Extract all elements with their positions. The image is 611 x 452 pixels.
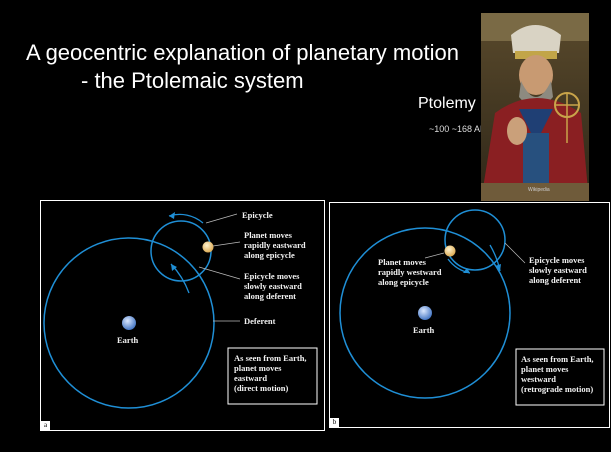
earth xyxy=(122,316,136,330)
info-box-text: As seen from Earth, planet moves eastwar… xyxy=(234,353,309,393)
planet-moves-label: Planet moves rapidly westward along epic… xyxy=(378,257,444,287)
ptolemy-name: Ptolemy xyxy=(418,95,476,113)
deferent-label: Deferent xyxy=(244,316,276,326)
earth-label: Earth xyxy=(117,335,139,345)
retrograde-motion-diagram: Planet moves rapidly westward along epic… xyxy=(330,203,609,427)
image-credit: Wikipedia xyxy=(528,187,550,193)
epicycle-moves-label: Epicycle moves slowly eastward along def… xyxy=(244,271,304,301)
planet-moves-label: Planet moves rapidly eastward along epic… xyxy=(244,230,308,260)
diagram-panel-b: Planet moves rapidly westward along epic… xyxy=(329,202,610,428)
diagram-panel-a: Epicycle Planet moves rapidly eastward a… xyxy=(40,200,325,431)
slide-title-line2: - the Ptolemaic system xyxy=(81,68,304,94)
planet xyxy=(203,242,214,253)
ptolemy-dates: ~100 ~168 AD xyxy=(429,124,487,134)
planet xyxy=(445,246,456,257)
epicycle-label: Epicycle xyxy=(242,210,273,220)
ptolemy-portrait xyxy=(481,13,589,201)
info-box-text: As seen from Earth, planet moves westwar… xyxy=(521,354,596,394)
earth xyxy=(418,306,432,320)
panel-b-letter: b xyxy=(330,418,339,427)
direct-motion-diagram: Epicycle Planet moves rapidly eastward a… xyxy=(41,201,324,430)
epicycle-moves-label: Epicycle moves slowly eastward along def… xyxy=(529,255,589,285)
panel-a-letter: a xyxy=(41,421,50,430)
earth-label: Earth xyxy=(413,325,435,335)
epicycle-circle xyxy=(445,210,505,270)
epicycle-circle xyxy=(151,221,211,281)
slide-title-line1: A geocentric explanation of planetary mo… xyxy=(26,40,459,66)
